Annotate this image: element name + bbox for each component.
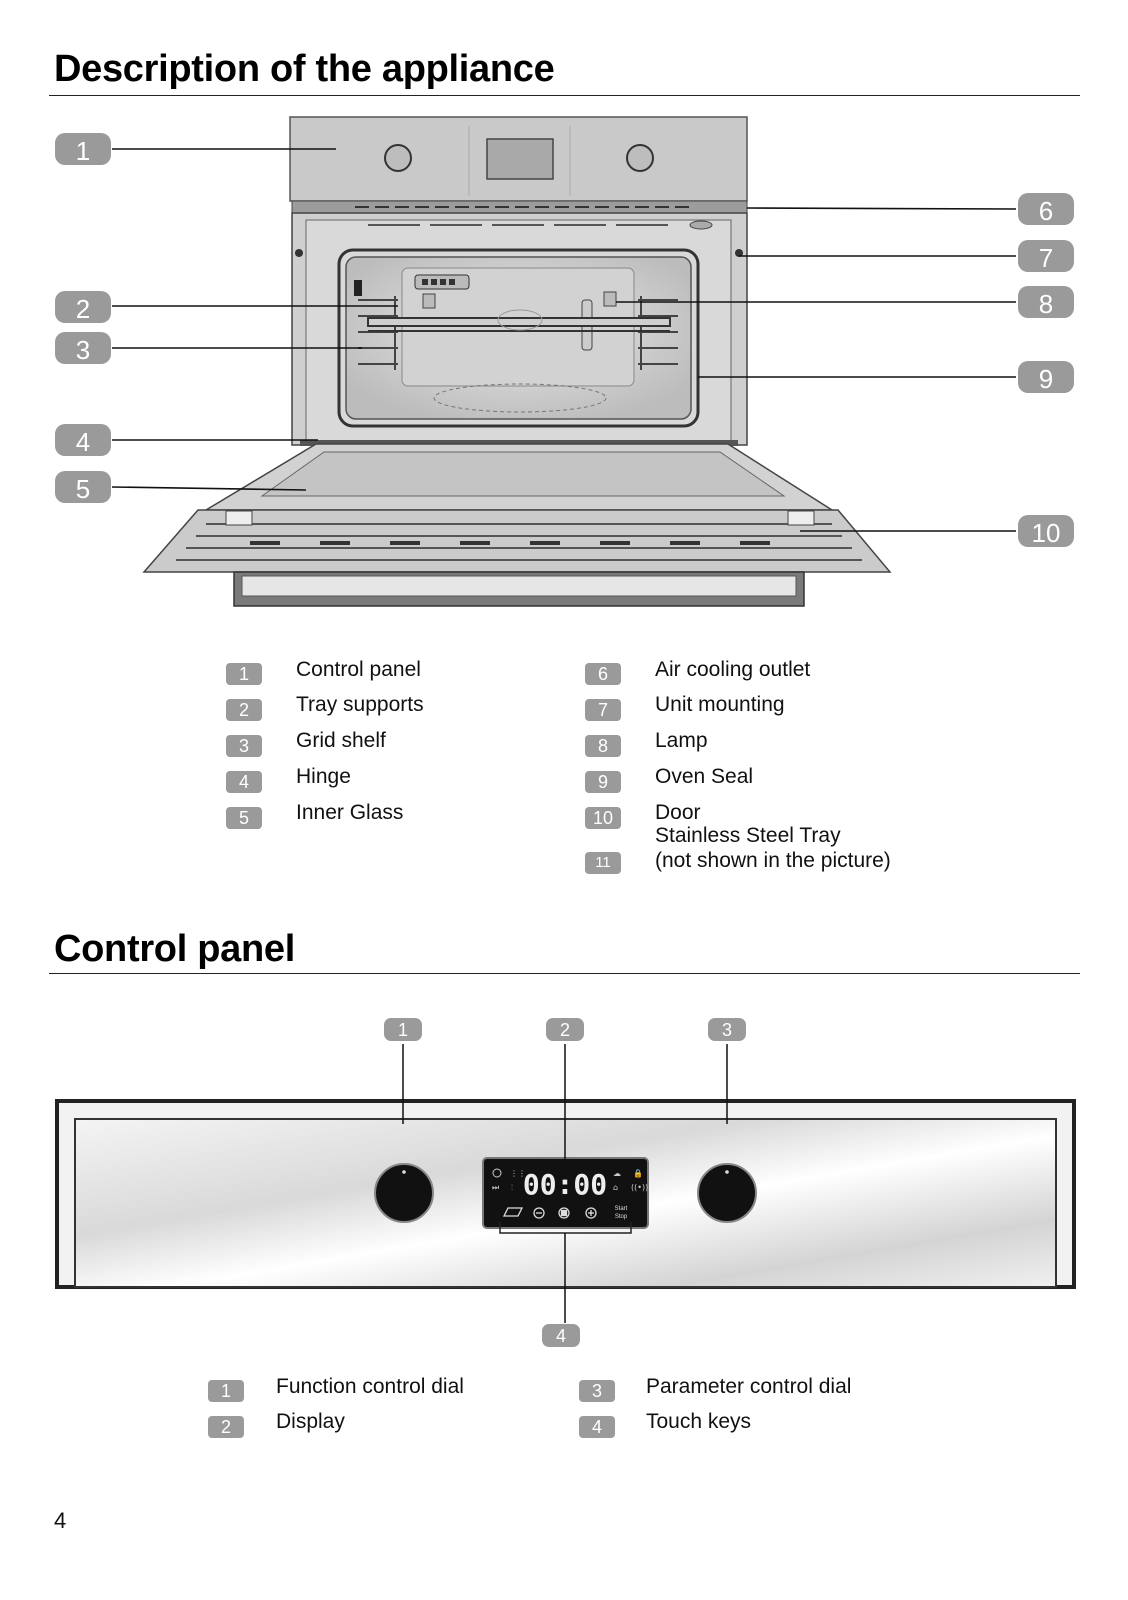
callout-7: 7	[1018, 240, 1074, 273]
parameter-control-dial	[697, 1163, 757, 1223]
svg-text:10: 10	[1032, 518, 1061, 548]
svg-text:4: 4	[556, 1326, 566, 1346]
leader-lines	[111, 148, 1017, 532]
callout-8: 8	[1018, 286, 1074, 319]
oven-dial-left	[384, 144, 412, 172]
display-time: 00:00	[523, 1168, 607, 1201]
callout-5: 5	[55, 471, 111, 504]
svg-text:5: 5	[76, 474, 90, 504]
callout-1: 1	[55, 133, 111, 166]
svg-text:8: 8	[1039, 289, 1053, 319]
callout-2: 2	[55, 291, 111, 324]
svg-text:1: 1	[398, 1020, 408, 1040]
svg-text:1: 1	[76, 136, 90, 166]
title-rule	[49, 973, 1080, 974]
page-number: 4	[54, 1508, 67, 1533]
svg-text:2: 2	[560, 1020, 570, 1040]
svg-text:Stop: Stop	[615, 1214, 628, 1220]
callout-badges-panel: 1 2 3 4	[384, 1018, 746, 1347]
svg-text:4: 4	[76, 427, 90, 457]
svg-text:3: 3	[722, 1020, 732, 1040]
section-title-control-panel: Control panel	[54, 928, 295, 970]
callout-10: 10	[1018, 515, 1074, 548]
svg-text:3: 3	[76, 335, 90, 365]
panel-callout-3: 3	[708, 1018, 746, 1041]
svg-text:7: 7	[1039, 243, 1053, 273]
callout-4: 4	[55, 424, 111, 457]
svg-text:⫶: ⫶	[511, 1183, 513, 1192]
display-panel: 00:00 ⏭ ⋮⋮ ⫶ ☁ 🔒 ⌂ ((•)) Start Stop	[482, 1157, 649, 1229]
oven-dial-right	[626, 144, 654, 172]
svg-text:2: 2	[76, 294, 90, 324]
callout-6: 6	[1018, 193, 1074, 226]
svg-text:((•)): ((•))	[631, 1183, 648, 1192]
svg-text:6: 6	[1039, 196, 1053, 226]
svg-text:☁: ☁	[613, 1169, 621, 1178]
oven-inner-glass	[260, 451, 786, 497]
callout-badges-oven: 1 2 3 4 5 6 7 8 9 10	[55, 133, 1074, 548]
oven-seal	[337, 248, 700, 428]
panel-callout-1: 1	[384, 1018, 422, 1041]
title-rule	[49, 95, 1080, 96]
svg-text:⋮⋮: ⋮⋮	[510, 1169, 526, 1178]
oven-lamp	[603, 291, 617, 307]
svg-text:🔒: 🔒	[633, 1169, 643, 1178]
oven-display	[486, 138, 554, 180]
panel-callout-4: 4	[542, 1324, 580, 1347]
oven-illustration	[142, 116, 892, 607]
callout-3: 3	[55, 332, 111, 365]
svg-text:9: 9	[1039, 364, 1053, 394]
section-title-appliance: Description of the appliance	[54, 48, 555, 90]
svg-text:⏭: ⏭	[492, 1183, 499, 1192]
svg-text:⌂: ⌂	[613, 1183, 618, 1192]
function-control-dial	[374, 1163, 434, 1223]
oven-grid-shelf	[367, 317, 671, 332]
svg-text:Start: Start	[615, 1206, 628, 1212]
callout-9: 9	[1018, 361, 1074, 394]
leader-lines-panel	[402, 1044, 728, 1323]
panel-callout-2: 2	[546, 1018, 584, 1041]
